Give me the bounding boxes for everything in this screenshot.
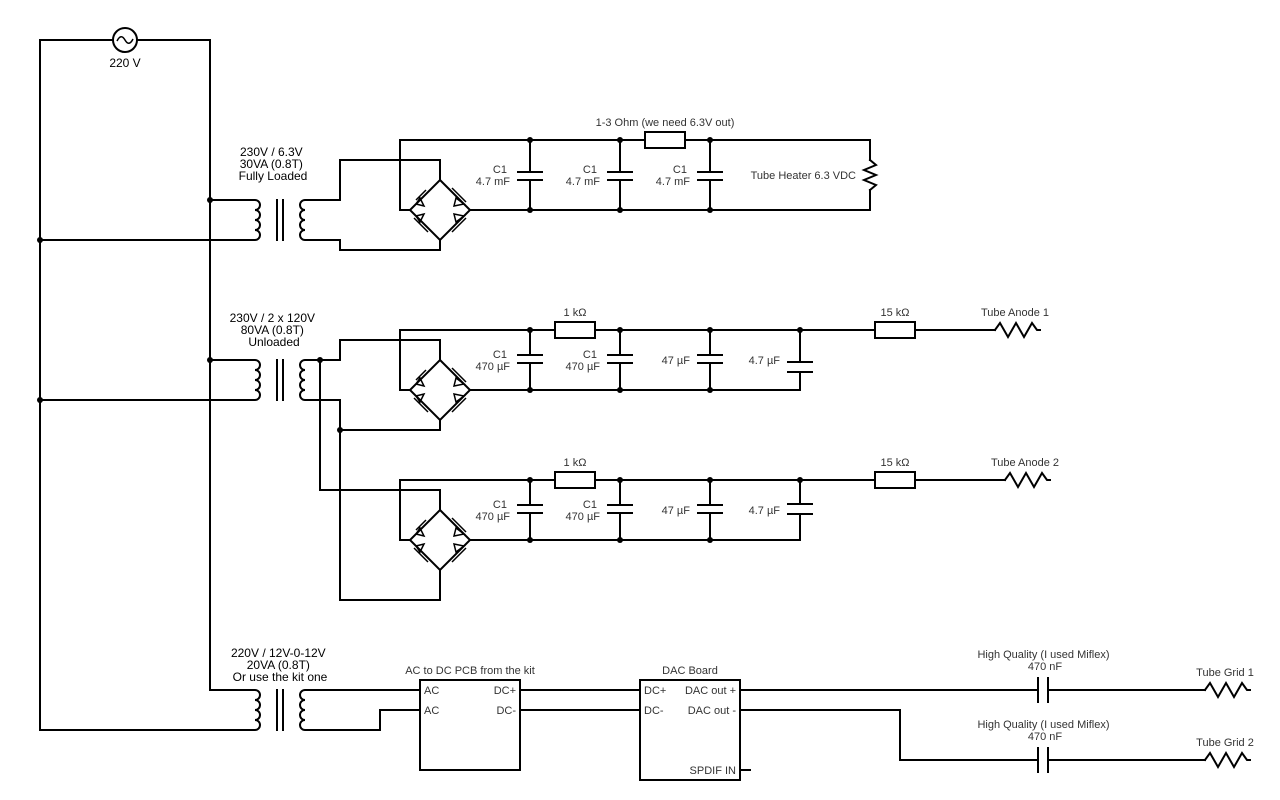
anode-2-cap-4-label: 4.7 µF — [749, 505, 781, 517]
tube-grid-1-label: Tube Grid 1 — [1196, 667, 1254, 679]
dac-supply-wiring — [309, 689, 1206, 771]
tube-anode-2-load — [1003, 470, 1051, 490]
anode-1-cap-3 — [697, 327, 723, 393]
dac-dcp-label: DC+ — [644, 685, 666, 697]
ac-dc-pcb-title: AC to DC PCB from the kit — [405, 665, 535, 677]
anode-2-cap-3-label: 47 µF — [662, 505, 691, 517]
anode-1-cap-2-label: C1 470 µF — [566, 349, 601, 373]
dac-board — [639, 679, 741, 781]
anode-transformer-wiring — [309, 339, 441, 601]
anode-2-cap-3 — [697, 477, 723, 543]
dac-outp-label: DAC out + — [685, 685, 736, 697]
anode-2-cap-2-label: C1 470 µF — [566, 499, 601, 523]
grid-cap-1 — [1037, 677, 1049, 703]
dac-spdif-label: SPDIF IN — [690, 765, 737, 777]
pcb-ac1-label: AC — [424, 685, 439, 697]
heater-cap-2 — [607, 137, 633, 213]
bridge-rectifier-heater — [399, 178, 472, 242]
heater-resistor-label: 1-3 Ohm (we need 6.3V out) — [596, 117, 735, 129]
ac-source-icon — [112, 27, 138, 53]
grid-cap-2-label: High Quality (I used Miflex) 470 nF — [977, 719, 1112, 743]
anode-1-resistor-2-label: 15 kΩ — [880, 307, 909, 319]
bridge-rectifier-anode-1 — [399, 358, 472, 422]
grid-cap-1-label: High Quality (I used Miflex) 470 nF — [977, 649, 1112, 673]
bridge-rectifier-anode-2 — [399, 508, 472, 572]
mains-bus — [37, 39, 251, 731]
anode-2-resistor-2 — [874, 471, 916, 489]
pcb-dcm-label: DC- — [496, 705, 516, 717]
anode-1-cap-4-label: 4.7 µF — [749, 355, 781, 367]
pcb-ac2-label: AC — [424, 705, 439, 717]
anode-2-cap-1 — [517, 477, 543, 543]
heater-resistor — [644, 131, 686, 149]
tube-anode-1-load — [993, 320, 1041, 340]
tube-anode-2-label: Tube Anode 2 — [991, 457, 1059, 469]
dac-outm-label: DAC out - — [688, 705, 737, 717]
anode-2-resistor-1-label: 1 kΩ — [564, 457, 587, 469]
anode-1-cap-2 — [607, 327, 633, 393]
heater-cap-2-label: C1 4.7 mF — [566, 164, 601, 188]
transformer-dac-label: 220V / 12V-0-12V 20VA (0.8T) Or use the … — [231, 646, 329, 684]
heater-cap-1-label: C1 4.7 mF — [476, 164, 511, 188]
tube-anode-1-label: Tube Anode 1 — [981, 307, 1049, 319]
tube-grid-2-label: Tube Grid 2 — [1196, 737, 1254, 749]
heater-wiring — [309, 139, 871, 251]
grid-cap-2 — [1037, 747, 1049, 773]
anode-2-resistor-2-label: 15 kΩ — [880, 457, 909, 469]
transformer-heater-label: 230V / 6.3V 30VA (0.8T) Fully Loaded — [239, 145, 308, 183]
anode-2-cap-2 — [607, 477, 633, 543]
anode-2-cap-4 — [787, 477, 813, 541]
heater-load-resistor — [861, 158, 879, 192]
transformer-anode-label: 230V / 2 x 120V 80VA (0.8T) Unloaded — [230, 311, 319, 349]
anode-1-cap-4 — [787, 327, 813, 391]
anode-1-cap-1-label: C1 470 µF — [476, 349, 511, 373]
transformer-anode — [249, 359, 311, 401]
transformer-dac — [249, 689, 311, 731]
heater-cap-1 — [517, 137, 543, 213]
dac-dcm-label: DC- — [644, 705, 664, 717]
anode-1-cap-1 — [517, 327, 543, 393]
anode-1-resistor-1 — [554, 321, 596, 339]
heater-cap-3 — [697, 137, 723, 213]
ac-dc-pcb — [419, 679, 521, 771]
source-label: 220 V — [109, 56, 140, 70]
pcb-dcp-label: DC+ — [494, 685, 516, 697]
anode-2-resistor-1 — [554, 471, 596, 489]
anode-1-resistor-1-label: 1 kΩ — [564, 307, 587, 319]
heater-cap-3-label: C1 4.7 mF — [656, 164, 691, 188]
tube-grid-2-load — [1203, 750, 1251, 770]
anode-2-cap-1-label: C1 470 µF — [476, 499, 511, 523]
anode-1-cap-3-label: 47 µF — [662, 355, 691, 367]
transformer-heater — [249, 199, 311, 241]
heater-load-label: Tube Heater 6.3 VDC — [751, 170, 856, 182]
dac-board-title: DAC Board — [662, 665, 718, 677]
anode-1-resistor-2 — [874, 321, 916, 339]
tube-grid-1-load — [1203, 680, 1251, 700]
